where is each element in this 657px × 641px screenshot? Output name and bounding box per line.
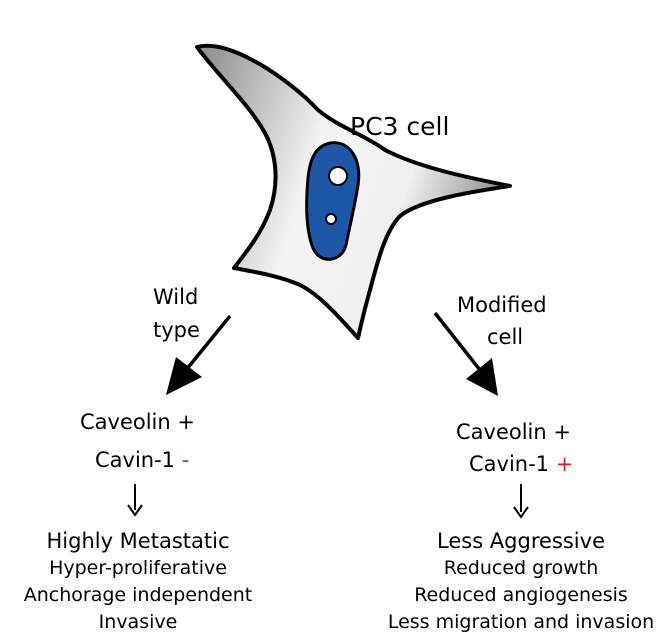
arrow-right-outcome bbox=[513, 484, 529, 519]
wild-type-label-line1: Wild bbox=[153, 285, 199, 309]
arrow-wild-type bbox=[166, 314, 232, 395]
arrow-left-outcome bbox=[127, 484, 143, 517]
left-outcome-block: Highly Metastatic Hyper-proliferative An… bbox=[0, 528, 276, 636]
nucleolus-large bbox=[328, 166, 348, 186]
left-cavin-sign: - bbox=[181, 448, 190, 472]
left-cavin-line: Cavin-1 - bbox=[95, 448, 189, 472]
left-outcome-item: Hyper-proliferative bbox=[49, 557, 227, 579]
wild-type-label-line2: type bbox=[153, 318, 200, 342]
right-outcome-item: Reduced angiogenesis bbox=[414, 584, 628, 606]
left-caveolin-text: Caveolin bbox=[80, 410, 171, 434]
right-cavin-sign: + bbox=[555, 452, 574, 476]
right-outcome-title: Less Aggressive bbox=[437, 529, 605, 553]
right-caveolin-sign: + bbox=[553, 420, 572, 444]
left-caveolin-sign: + bbox=[177, 410, 196, 434]
right-cavin-text: Cavin-1 bbox=[469, 452, 550, 476]
modified-label-line1: Modified bbox=[457, 293, 547, 317]
left-outcome-item: Invasive bbox=[98, 611, 178, 633]
left-caveolin-line: Caveolin + bbox=[80, 410, 195, 434]
arrow-modified bbox=[433, 311, 498, 396]
right-cavin-line: Cavin-1 + bbox=[469, 452, 573, 476]
left-outcome-item: Anchorage independent bbox=[23, 584, 253, 606]
right-outcome-item: Less migration and invasion bbox=[387, 611, 655, 633]
right-caveolin-line: Caveolin + bbox=[456, 420, 571, 444]
left-cavin-text: Cavin-1 bbox=[95, 448, 176, 472]
left-outcome-title: Highly Metastatic bbox=[46, 529, 230, 553]
right-outcome-block: Less Aggressive Reduced growth Reduced a… bbox=[385, 528, 657, 636]
right-caveolin-text: Caveolin bbox=[456, 420, 547, 444]
right-outcome-item: Reduced growth bbox=[443, 557, 599, 579]
nucleolus-small bbox=[325, 213, 337, 225]
modified-label-line2: cell bbox=[487, 325, 524, 349]
cell-label: PC3 cell bbox=[350, 112, 450, 141]
